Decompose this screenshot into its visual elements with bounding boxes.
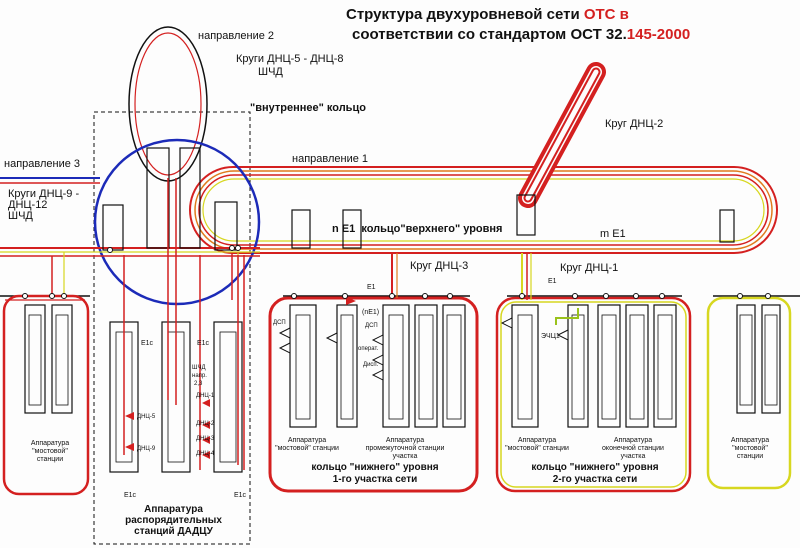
inner-ring-label: "внутреннее" кольцо [250, 102, 366, 114]
shchd-dir-label-3: 2,3 [194, 381, 203, 387]
dispatcher-lines [123, 178, 245, 470]
n-e1-text: n E1 [332, 223, 356, 235]
lower-ring-1 [268, 296, 479, 493]
shchd-left-label: ШЧД [8, 210, 33, 222]
ech-link [555, 308, 579, 325]
dnc-r2-label: ДНЦ-2 [196, 421, 215, 427]
lower-ring-2-line-1: кольцо "нижнего" уровня [531, 462, 659, 473]
app-bridge-mid-line-1: Аппаратура [287, 437, 327, 444]
e1c-label-3: E1c [124, 492, 137, 499]
title-line-2: соответствии со стандартом ОСТ 32.145-20… [352, 26, 690, 44]
app-end-line-3: участка [620, 453, 646, 460]
app-bridge-r-line-2: "мостовой" станции [505, 445, 569, 452]
station-markers [278, 317, 569, 381]
upper-ring-text: кольцо"верхнего" уровня [361, 223, 503, 235]
upper-ring-label: n E1 кольцо"верхнего" уровня [332, 223, 502, 235]
app-disp-line-1: Аппаратура [144, 504, 203, 515]
app-bridge-left: Аппаратура "мостовой" станции [14, 440, 86, 464]
app-disp-line-3: станций ДАДЦУ [134, 526, 213, 537]
ring-links [51, 252, 532, 300]
dnc-r4-label: ДНЦ-4 [196, 451, 215, 457]
dnc9-label: ДНЦ-9 [137, 446, 156, 452]
app-end-line-2: оконечной станции [602, 445, 664, 452]
e1-mid-label: E1 [367, 284, 376, 291]
dsp-label-2: ДСП [365, 323, 378, 329]
inner-ring [93, 138, 261, 306]
e1c-label-4: E1c [234, 492, 247, 499]
dnc12-label: ДНЦ-12 [8, 199, 48, 211]
e1-right-label: E1 [548, 278, 557, 285]
m-e1-label: m E1 [600, 228, 626, 240]
bus-lines [0, 247, 800, 301]
direction-1-label: направление 1 [292, 153, 369, 165]
direction-2-label: направление 2 [198, 30, 275, 42]
title-line-1: Структура двухуровневой сети ОТС в [346, 6, 629, 24]
circle-dnc3-label: Круг ДНЦ-3 [410, 260, 469, 272]
e1c-label-1: E1c [141, 340, 154, 347]
app-bridge-r: Аппаратура "мостовой" станции [497, 437, 577, 453]
app-interm-line-3: участка [392, 453, 418, 460]
upper-level-ring [189, 166, 778, 254]
dnc-r3-label: ДНЦ-3 [196, 436, 215, 442]
lower-ring-1-caption: кольцо "нижнего" уровня 1-го участка сет… [280, 462, 470, 486]
inner-ring-text: "внутреннее" кольцо [250, 102, 366, 114]
lower-ring-1-line-1: кольцо "нижнего" уровня [311, 462, 439, 473]
app-bridge-fr: Аппаратура "мостовой" станции [715, 437, 785, 461]
app-interm-line-1: Аппаратура [385, 437, 425, 444]
app-bridge-fr-line-2: "мостовой" [732, 445, 768, 452]
app-bridge-r-line-1: Аппаратура [517, 437, 557, 444]
circle-dnc2-label: Круг ДНЦ-2 [605, 118, 664, 130]
dnc5-label: ДНЦ-5 [137, 414, 156, 420]
title-line-1-text: Структура двухуровневой сети [346, 6, 584, 23]
dnc-r1-label: ДНЦ-1 [196, 393, 215, 399]
top-oval [128, 26, 208, 182]
app-bridge-mid-line-2: "мостовой" станции [275, 445, 339, 452]
app-interm-line-2: промежуточной станции [365, 445, 445, 452]
lower-ring-right [706, 296, 792, 490]
app-bridge-left-line-2: "мостовой" [32, 448, 68, 455]
operat-label: операт. [358, 346, 379, 352]
dsp-label-1: ДСП [273, 320, 286, 326]
app-end: Аппаратура оконечной станции участка [576, 437, 690, 461]
app-interm: Аппаратура промежуточной станции участка [340, 437, 470, 461]
lower-ring-2-caption: кольцо "нижнего" уровня 2-го участка сет… [500, 462, 690, 486]
title-line-1-highlight: ОТС в [583, 6, 629, 23]
app-end-line-1: Аппаратура [613, 437, 653, 444]
e1c-label-2: E1c [197, 340, 210, 347]
junction-dots [22, 245, 771, 299]
direction-3-label: направление 3 [4, 158, 81, 170]
shchd-dir-label-1: ШЧД [192, 365, 206, 371]
app-bridge-fr-line-3: станции [736, 453, 764, 460]
disp-label: Дисп. [363, 362, 379, 368]
circles-dnc9-label: Круги ДНЦ-9 - [8, 188, 80, 200]
app-bridge-left-line-3: станции [36, 456, 64, 463]
title-line-2-highlight: 145-2000 [626, 26, 691, 43]
circle-dnc1-label: Круг ДНЦ-1 [560, 262, 619, 274]
lower-ring-1-line-2: 1-го участка сети [332, 474, 418, 485]
arrow-markers [125, 297, 356, 459]
shchd-top-label: ШЧД [258, 66, 283, 78]
app-disp-line-2: распорядительных [125, 515, 222, 526]
circles-dnc5-8-label: Круги ДНЦ-5 - ДНЦ-8 [236, 53, 344, 65]
dnc2-branch [518, 62, 606, 208]
ne1-label: (nE1) [362, 309, 380, 316]
app-bridge-fr-line-1: Аппаратура [730, 437, 770, 444]
app-disp: Аппаратура распорядительных станций ДАДЦ… [96, 504, 251, 537]
title-line-2-text: соответствии со стандартом ОСТ 32. [352, 26, 627, 43]
lower-ring-left [2, 294, 90, 496]
ech-label: ЭЧЦ1 [541, 333, 560, 340]
app-bridge-mid: Аппаратура "мостовой" станции [272, 437, 342, 453]
app-bridge-left-line-1: Аппаратура [30, 440, 70, 447]
direction-3-lines [0, 177, 100, 184]
shchd-dir-label-2: напр. [192, 373, 207, 379]
dispatcher-frame [93, 111, 251, 545]
lower-ring-2 [495, 296, 692, 493]
upper-racks [102, 147, 735, 251]
lower-ring-2-line-2: 2-го участка сети [552, 474, 638, 485]
